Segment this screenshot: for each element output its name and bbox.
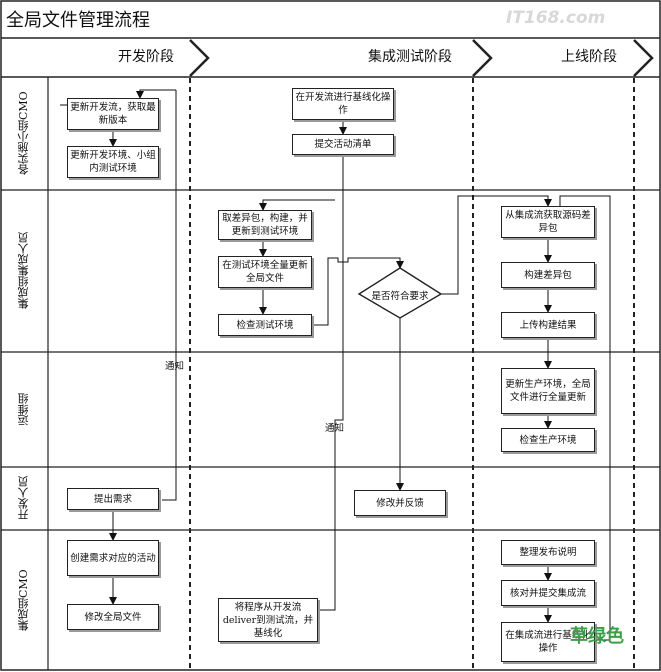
connector bbox=[136, 89, 176, 99]
connector bbox=[259, 199, 335, 211]
box-baseline: 在开发流进行基线化操作 bbox=[292, 88, 394, 120]
connector bbox=[162, 90, 177, 501]
notify-label: 通知 bbox=[165, 361, 185, 372]
phase-chevron bbox=[472, 39, 493, 77]
phase-integration: 集成测试阶段 bbox=[368, 49, 452, 65]
box-release-notes: 整理发布说明 bbox=[501, 540, 595, 565]
watermark: 草绿色 bbox=[570, 626, 624, 647]
connector bbox=[559, 195, 611, 641]
phase-dev: 开发阶段 bbox=[118, 49, 174, 65]
box-build-diff: 构建差异包 bbox=[501, 262, 595, 288]
box-update-stream: 更新开发流，获取最新版本 bbox=[67, 98, 159, 130]
box-fetch-build: 取差异包，构建，并更新到测试环境 bbox=[218, 210, 312, 240]
box-update-env: 更新开发环境、小组内测试环境 bbox=[67, 146, 159, 178]
phase-chevron bbox=[633, 39, 654, 77]
box-fix-feedback: 修改并反馈 bbox=[354, 490, 446, 516]
box-update-prod: 更新生产环境，全局文件进行全量更新 bbox=[501, 368, 595, 414]
box-update-global: 在测试环境全量更新全局文件 bbox=[218, 256, 312, 288]
box-deliver: 将程序从开发流deliver到测试流，并基线化 bbox=[218, 598, 318, 642]
phase-release: 上线阶段 bbox=[561, 49, 617, 65]
box-check-test-env: 检查测试环境 bbox=[218, 314, 312, 336]
connector bbox=[318, 155, 344, 611]
site-logo: IT168.com bbox=[506, 8, 606, 28]
box-check-prod: 检查生产环境 bbox=[501, 428, 595, 452]
connector bbox=[441, 195, 552, 295]
box-submit-list: 提交活动清单 bbox=[292, 134, 394, 155]
lane-integrator: 集成组集成人员 bbox=[17, 232, 30, 310]
box-raise-requirement: 提出需求 bbox=[67, 488, 159, 510]
lane-developer: 开发人员 bbox=[17, 476, 30, 521]
notify-label: 通知 bbox=[325, 423, 345, 434]
box-fetch-diff: 从集成流获取源码差异包 bbox=[501, 206, 595, 238]
decision-label: 是否符合要求 bbox=[371, 291, 429, 302]
box-upload-result: 上传构建结果 bbox=[501, 312, 595, 338]
decision-diamond bbox=[357, 267, 443, 319]
connector bbox=[312, 257, 404, 326]
box-modify-global: 修改全局文件 bbox=[67, 604, 159, 630]
box-integration-baseline: 在集成流进行基线化操作 bbox=[501, 622, 595, 662]
phase-chevron bbox=[189, 39, 210, 77]
lane-ops: 运维组 bbox=[17, 393, 30, 426]
page-title: 全局文件管理流程 bbox=[6, 10, 150, 31]
box-create-activity: 创建需求对应的活动 bbox=[67, 540, 159, 576]
lane-team-cmo: 各实施小组CMO bbox=[17, 91, 30, 176]
lane-integration-cmo: 集成组CMO bbox=[17, 569, 30, 631]
box-verify-submit: 核对并提交集成流 bbox=[501, 580, 595, 606]
